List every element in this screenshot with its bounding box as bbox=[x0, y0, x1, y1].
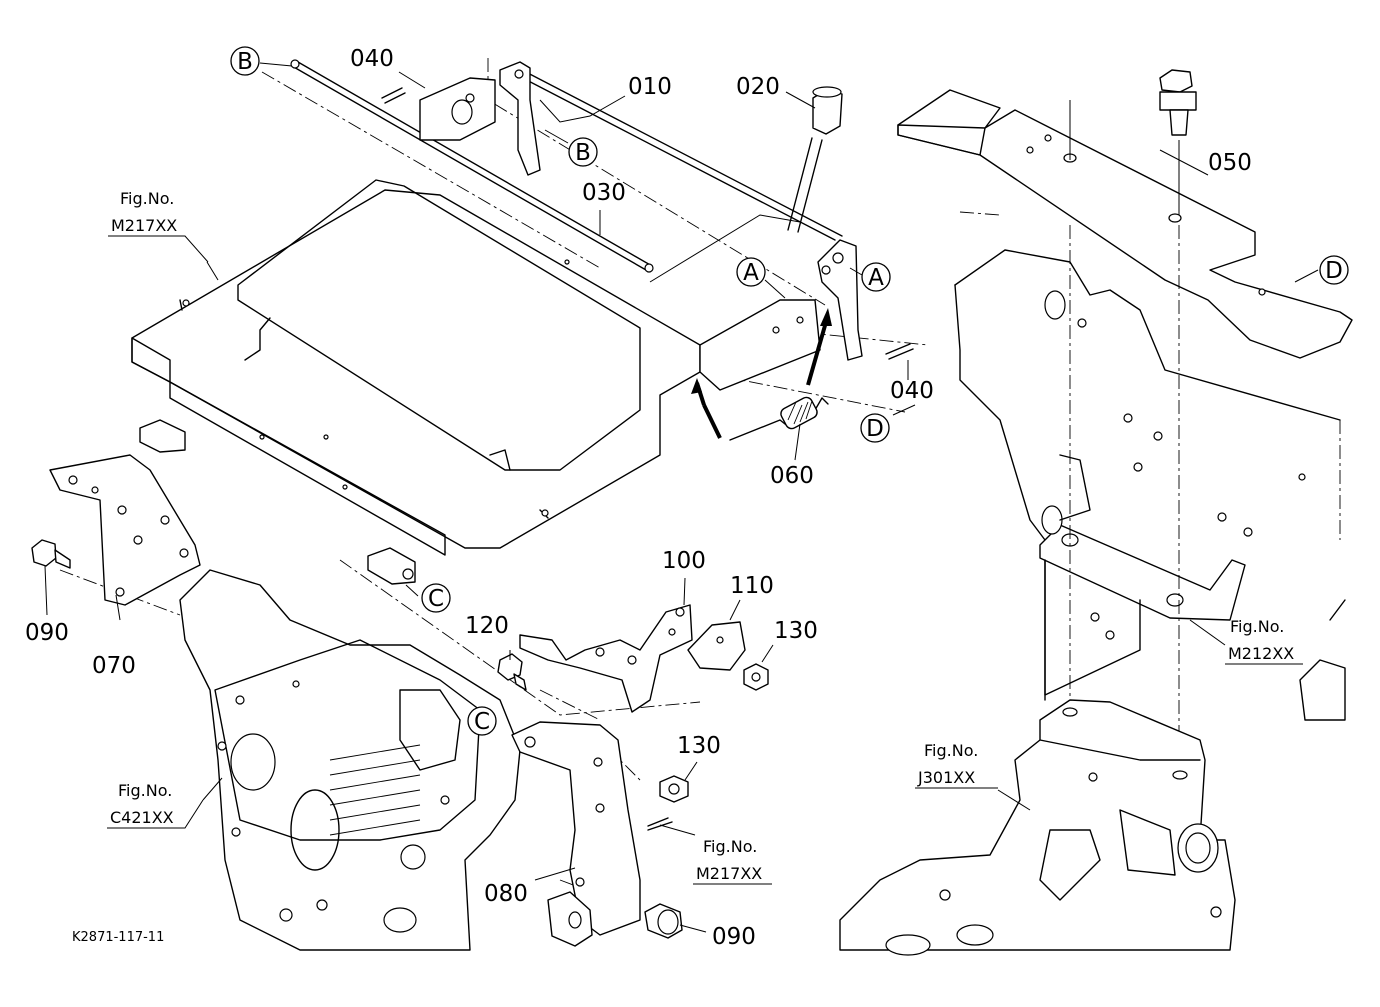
pin-040-top bbox=[381, 87, 406, 104]
part-label-090-bottom: 090 bbox=[712, 924, 756, 950]
sub-bracket bbox=[699, 299, 821, 391]
bracket-110 bbox=[687, 621, 746, 671]
arrow-markers bbox=[691, 308, 832, 439]
diagram-code-caption: K2871-117-11 bbox=[72, 930, 164, 945]
lever-020 bbox=[787, 86, 843, 233]
plate-050 bbox=[897, 89, 1353, 359]
ref-a-right-label: A bbox=[868, 265, 884, 291]
ref-circle-b-top: B bbox=[230, 46, 260, 76]
figref-m217-top: Fig.No. M217XX bbox=[108, 189, 209, 263]
part-label-070: 070 bbox=[92, 653, 136, 679]
part-label-080: 080 bbox=[484, 881, 528, 907]
ref-circle-c-mid: C bbox=[467, 706, 497, 736]
part-label-120: 120 bbox=[465, 613, 509, 639]
figref-c421: Fig.No. C421XX bbox=[107, 781, 204, 829]
spring-060 bbox=[729, 396, 829, 441]
ref-circle-a-left: A bbox=[736, 257, 766, 287]
bracket-070 bbox=[49, 454, 201, 606]
figref-m212-line1: Fig.No. bbox=[1230, 617, 1284, 636]
figref-m217-bottom-line2: M217XX bbox=[696, 864, 762, 883]
bolt-050 bbox=[1159, 69, 1197, 215]
part-label-010: 010 bbox=[628, 74, 672, 100]
part-label-130-mid: 130 bbox=[677, 733, 721, 759]
part-label-060: 060 bbox=[770, 463, 814, 489]
ref-circle-a-right: A bbox=[861, 262, 891, 292]
bolt-090-left bbox=[31, 539, 71, 569]
part-label-040-top: 040 bbox=[350, 46, 394, 72]
part-label-100: 100 bbox=[662, 548, 706, 574]
bracket-a bbox=[817, 239, 863, 361]
figref-j301-line1: Fig.No. bbox=[924, 741, 978, 760]
cotter-pin bbox=[647, 817, 673, 831]
pin-040-right bbox=[885, 343, 914, 360]
plate-pins bbox=[139, 419, 416, 585]
nut-130-top bbox=[743, 663, 769, 691]
shaft-030 bbox=[290, 59, 654, 273]
floor-plate bbox=[131, 179, 701, 556]
side-fragment bbox=[1299, 599, 1346, 721]
figref-m212: Fig.No. M212XX bbox=[1225, 617, 1303, 665]
part-label-090-left: 090 bbox=[25, 620, 69, 646]
ref-circle-b-mid: B bbox=[568, 137, 598, 167]
leader-lines bbox=[44, 62, 1319, 933]
figref-m217-top-line2: M217XX bbox=[111, 216, 177, 235]
figref-c421-line1: Fig.No. bbox=[118, 781, 172, 800]
vertical-guides bbox=[1069, 100, 1180, 770]
part-label-130-top: 130 bbox=[774, 618, 818, 644]
part-label-050: 050 bbox=[1208, 150, 1252, 176]
rod-010 bbox=[499, 61, 843, 241]
ref-a-left-label: A bbox=[743, 260, 759, 286]
ref-b-top-label: B bbox=[237, 49, 253, 75]
part-label-020: 020 bbox=[736, 74, 780, 100]
ref-d-right-label: D bbox=[1325, 258, 1343, 284]
figref-c421-line2: C421XX bbox=[110, 808, 174, 827]
ref-circle-c-bottom: C bbox=[421, 583, 451, 613]
lever-100 bbox=[519, 604, 693, 713]
ref-circle-d-mid: D bbox=[860, 413, 890, 443]
figref-m217-top-line1: Fig.No. bbox=[120, 189, 174, 208]
figref-m212-line2: M212XX bbox=[1228, 644, 1294, 663]
part-label-110: 110 bbox=[730, 573, 774, 599]
figref-m217-bottom-line1: Fig.No. bbox=[703, 837, 757, 856]
lever-080 bbox=[511, 721, 641, 947]
ref-b-mid-label: B bbox=[575, 140, 591, 166]
part-label-030: 030 bbox=[582, 180, 626, 206]
transmission-housing bbox=[179, 569, 521, 951]
bracket-top bbox=[419, 77, 496, 141]
part-label-040-right: 040 bbox=[890, 378, 934, 404]
ref-circle-d-right: D bbox=[1319, 255, 1349, 285]
housing-j301 bbox=[839, 699, 1236, 956]
bolt-090-bottom bbox=[644, 903, 683, 939]
figref-j301: Fig.No. J301XX bbox=[915, 741, 998, 789]
figref-m217-bottom: Fig.No. M217XX bbox=[693, 837, 772, 885]
bolt-120 bbox=[497, 653, 527, 691]
frame-body bbox=[954, 211, 1341, 701]
ref-c-mid-label: C bbox=[474, 709, 490, 735]
nut-130-mid bbox=[659, 775, 689, 803]
figref-j301-line2: J301XX bbox=[917, 768, 975, 787]
ref-d-mid-label: D bbox=[866, 416, 884, 442]
ref-c-bottom-label: C bbox=[428, 586, 444, 612]
